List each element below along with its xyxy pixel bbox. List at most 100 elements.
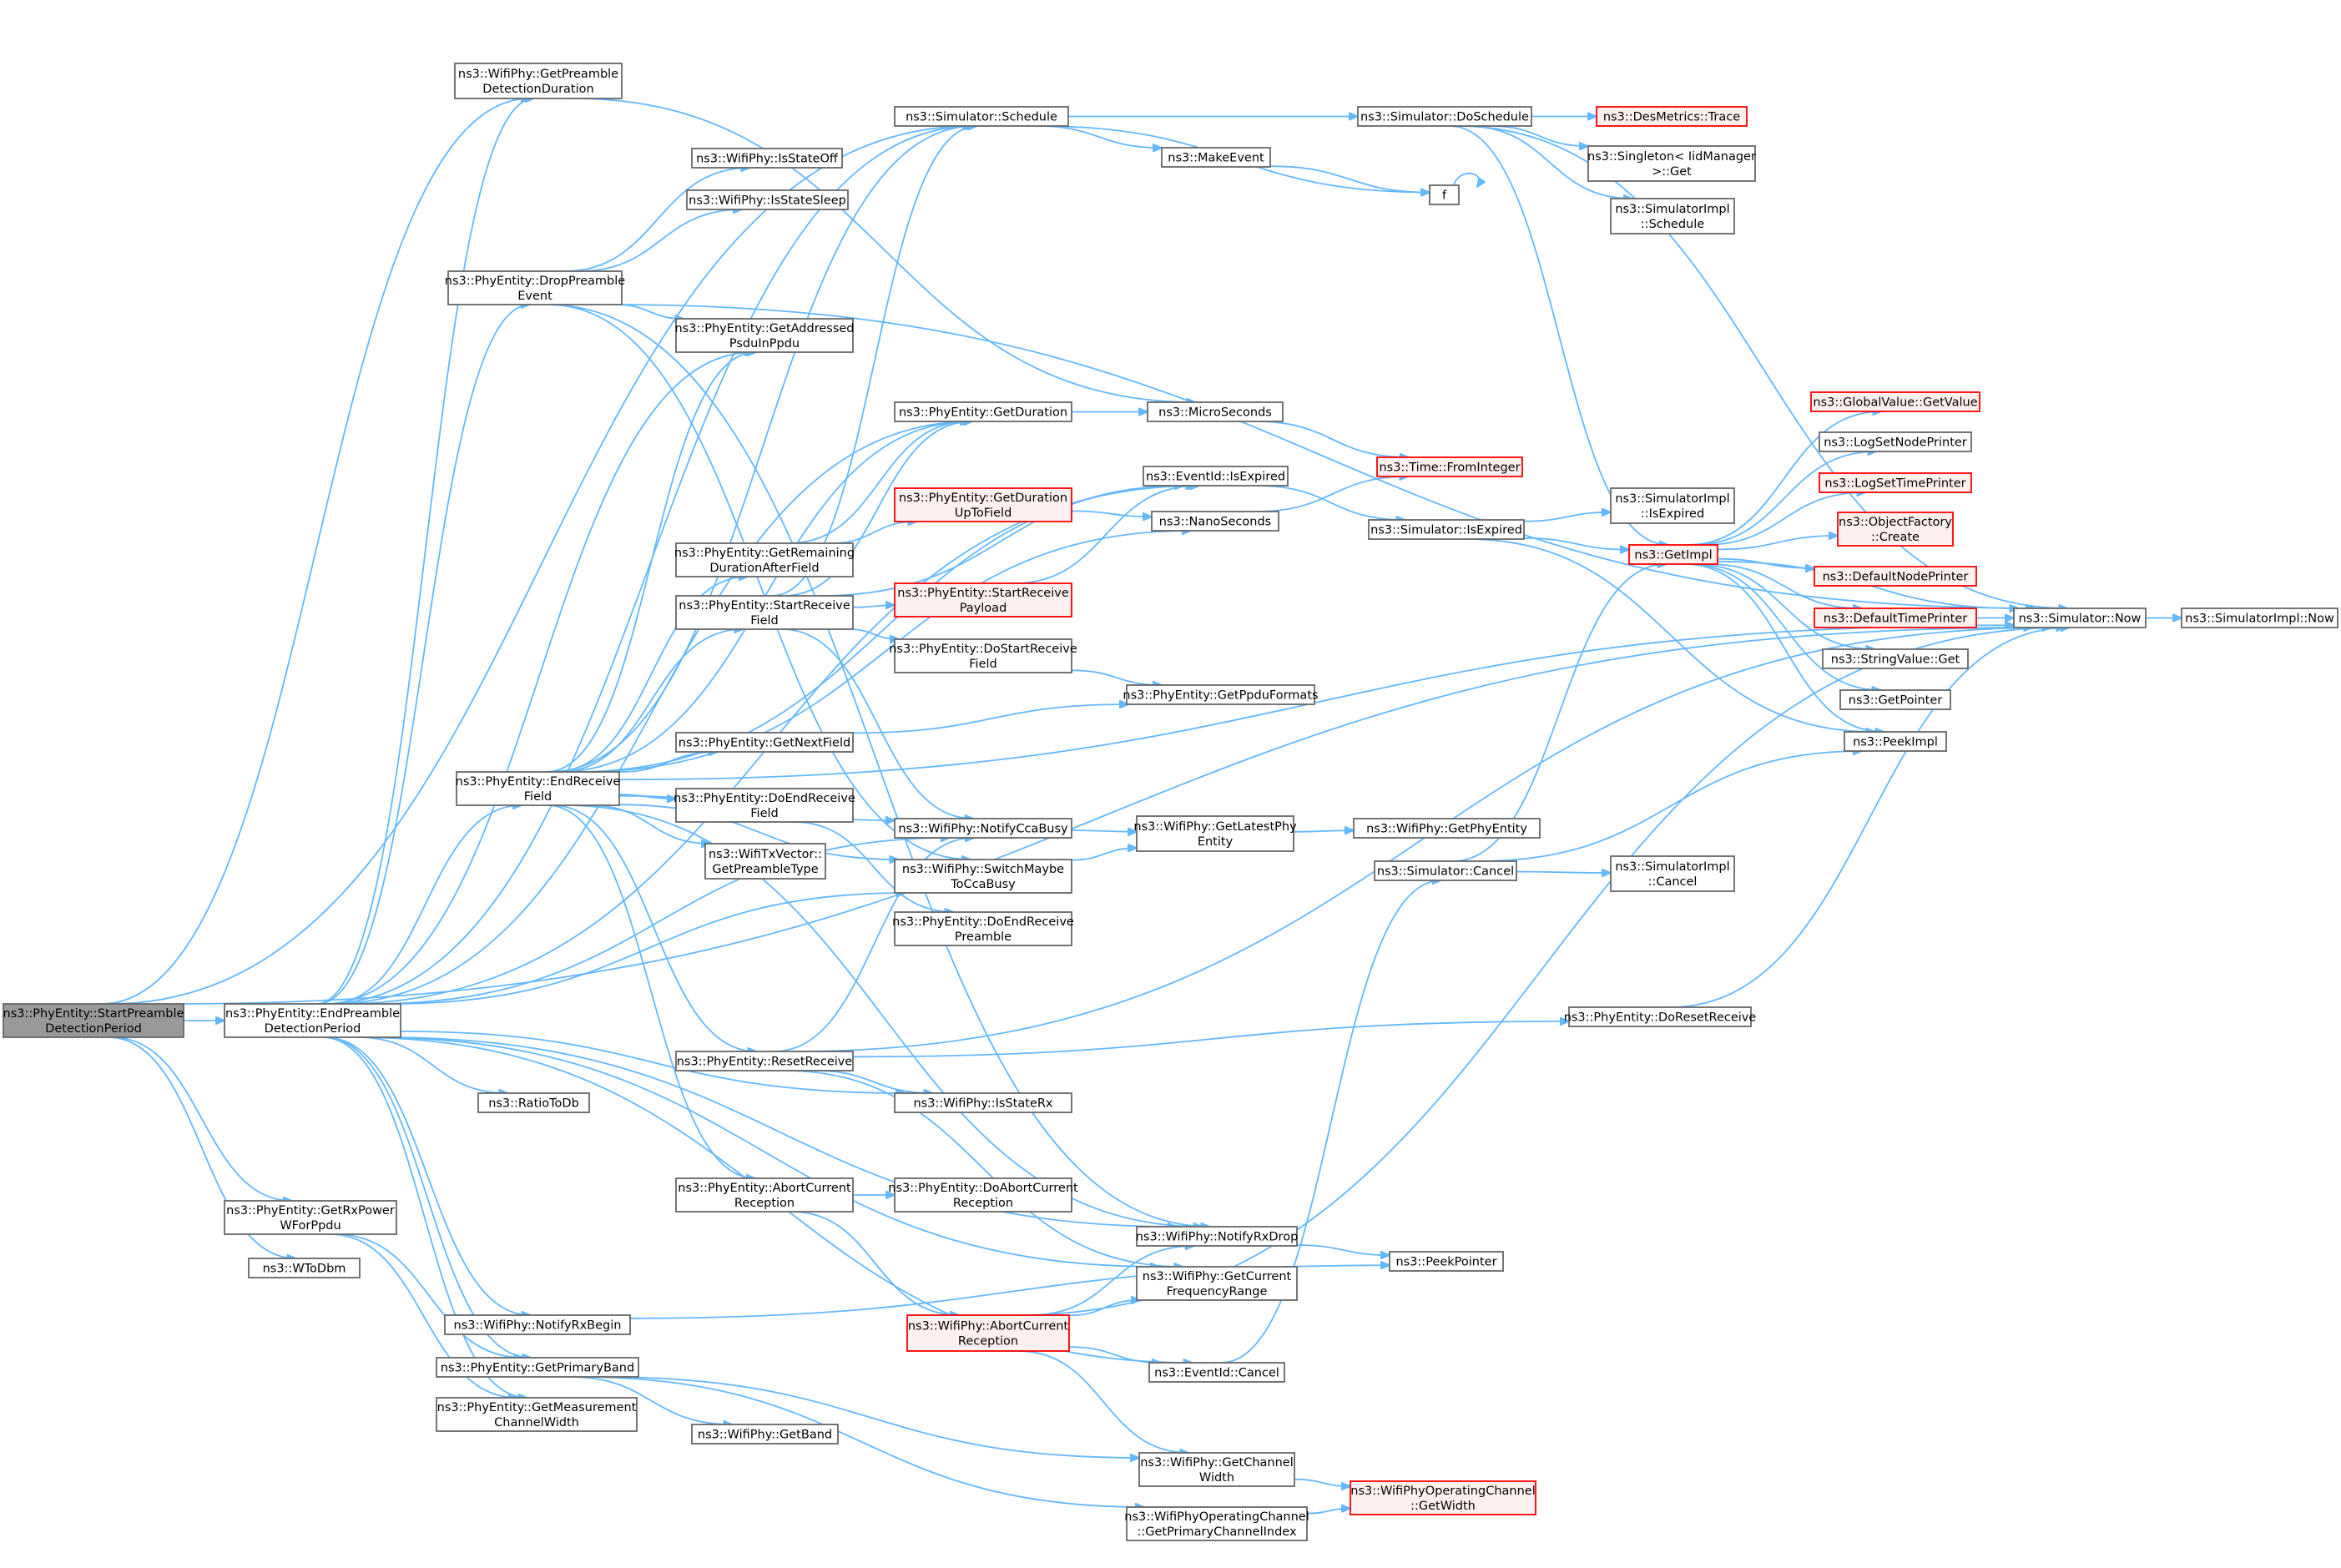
function-node-sim-isexpired[interactable]: ns3::Simulator::IsExpired <box>1368 519 1525 540</box>
function-node-get-phy-entity[interactable]: ns3::WifiPhy::GetPhyEntity <box>1353 818 1541 839</box>
node-box <box>444 1314 631 1335</box>
node-label-line: DetectionPeriod <box>45 1022 142 1036</box>
function-node-des-metrics[interactable]: ns3::DesMetrics::Trace <box>1596 106 1748 127</box>
function-node-f[interactable]: f <box>1429 184 1460 205</box>
function-node-is-state-off[interactable]: ns3::WifiPhy::IsStateOff <box>691 148 843 169</box>
node-box <box>1143 466 1289 487</box>
function-node-eventid-isexpired[interactable]: ns3::EventId::IsExpired <box>1143 466 1289 487</box>
node-box <box>1126 684 1315 705</box>
function-node-sim-cancel[interactable]: ns3::Simulator::Cancel <box>1374 860 1517 881</box>
function-node-wifiop-getwidth[interactable]: ns3::WifiPhyOperatingChannel::GetWidth <box>1350 1480 1536 1515</box>
node-label-line: Reception <box>958 1335 1018 1349</box>
function-node-log-node-printer[interactable]: ns3::LogSetNodePrinter <box>1819 431 1972 452</box>
function-node-get-meas-cw[interactable]: ns3::PhyEntity::GetMeasurementChannelWid… <box>436 1397 638 1432</box>
function-node-notify-rx-drop[interactable]: ns3::WifiPhy::NotifyRxDrop <box>1136 1226 1299 1247</box>
function-node-do-reset-receive[interactable]: ns3::PhyEntity::DoResetReceive <box>1564 1006 1757 1027</box>
node-label-line: ns3::WifiPhy::IsStateRx <box>913 1097 1052 1111</box>
function-node-simimpl-isexpired[interactable]: ns3::SimulatorImpl::IsExpired <box>1610 487 1735 524</box>
function-node-sim-schedule[interactable]: ns3::Simulator::Schedule <box>894 106 1069 127</box>
function-node-get-primary-band[interactable]: ns3::PhyEntity::GetPrimaryBand <box>436 1357 639 1378</box>
function-node-simimpl-now[interactable]: ns3::SimulatorImpl::Now <box>2181 608 2338 628</box>
function-node-time-frominteger[interactable]: ns3::Time::FromInteger <box>1376 456 1523 477</box>
function-node-get-preamble-type[interactable]: ns3::WifiTxVector::GetPreambleType <box>704 843 826 880</box>
function-node-wtodbm[interactable]: ns3::WToDbm <box>248 1258 361 1278</box>
function-node-make-event[interactable]: ns3::MakeEvent <box>1161 147 1271 168</box>
function-node-default-time-printer[interactable]: ns3::DefaultTimePrinter <box>1814 608 1977 628</box>
node-box <box>894 1177 1072 1213</box>
call-edge <box>1256 476 1409 512</box>
function-node-get-band[interactable]: ns3::WifiPhy::GetBand <box>691 1424 839 1444</box>
node-label-line: ns3::WifiPhy::GetLatestPhy <box>1133 820 1297 834</box>
function-node-notify-cca-busy[interactable]: ns3::WifiPhy::NotifyCcaBusy <box>894 818 1072 839</box>
function-node-is-state-rx[interactable]: ns3::WifiPhy::IsStateRx <box>894 1092 1072 1113</box>
function-node-nanoseconds[interactable]: ns3::NanoSeconds <box>1151 511 1279 532</box>
call-edge <box>1688 563 1881 690</box>
function-node-global-getvalue[interactable]: ns3::GlobalValue::GetValue <box>1810 391 1980 412</box>
function-node-reset-receive[interactable]: ns3::PhyEntity::ResetReceive <box>675 1051 854 1071</box>
node-label-line: ns3::PhyEntity::DoAbortCurrent <box>888 1182 1078 1195</box>
function-node-default-node-printer[interactable]: ns3::DefaultNodePrinter <box>1814 566 1977 587</box>
node-label-line: ns3::WifiPhy::IsStateOff <box>696 153 839 166</box>
function-node-get-duration[interactable]: ns3::PhyEntity::GetDuration <box>894 401 1072 422</box>
function-node-getpointer[interactable]: ns3::GetPointer <box>1839 689 1951 710</box>
function-node-get-primary-ch-idx[interactable]: ns3::WifiPhyOperatingChannel::GetPrimary… <box>1124 1506 1309 1541</box>
node-box <box>1161 147 1271 168</box>
node-label-line: ns3::WifiTxVector:: <box>709 848 822 861</box>
function-node-get-next-field[interactable]: ns3::PhyEntity::GetNextField <box>675 732 854 753</box>
function-node-simimpl-schedule[interactable]: ns3::SimulatorImpl::Schedule <box>1610 198 1735 234</box>
function-node-sim-doschedule[interactable]: ns3::Simulator::DoSchedule <box>1357 106 1532 127</box>
node-label-line: ns3::LogSetNodePrinter <box>1824 436 1967 450</box>
function-node-end-pre[interactable]: ns3::PhyEntity::EndPreambleDetectionPeri… <box>224 1003 401 1038</box>
call-edge <box>1478 751 1862 862</box>
function-node-get-ppdu-formats[interactable]: ns3::PhyEntity::GetPpduFormats <box>1123 684 1319 705</box>
function-node-eventid-cancel[interactable]: ns3::EventId::Cancel <box>1148 1362 1285 1383</box>
function-node-sim-now[interactable]: ns3::Simulator::Now <box>2013 608 2147 628</box>
function-node-get-remaining[interactable]: ns3::PhyEntity::GetRemainingDurationAfte… <box>674 542 855 577</box>
function-node-simimpl-cancel[interactable]: ns3::SimulatorImpl::Cancel <box>1610 855 1735 892</box>
function-node-getpre[interactable]: ns3::WifiPhy::GetPreambleDetectionDurati… <box>454 63 623 99</box>
node-label-line: ns3::Time::FromInteger <box>1379 461 1520 475</box>
call-edge <box>1296 1244 1390 1255</box>
function-node-microseconds[interactable]: ns3::MicroSeconds <box>1147 401 1284 422</box>
function-node-is-state-sleep[interactable]: ns3::WifiPhy::IsStateSleep <box>686 189 849 210</box>
function-node-peekimpl[interactable]: ns3::PeekImpl <box>1844 731 1947 752</box>
function-node-singleton-get[interactable]: ns3::Singleton< IidManager>::Get <box>1587 145 1756 182</box>
node-label-line: ns3::PhyEntity::AbortCurrent <box>678 1182 851 1195</box>
function-node-log-time-printer[interactable]: ns3::LogSetTimePrinter <box>1819 472 1972 493</box>
node-box <box>686 189 849 210</box>
node-box <box>1376 456 1523 477</box>
call-edge <box>325 1036 530 1315</box>
call-edge <box>370 1036 1159 1267</box>
node-label-line: ns3::PhyEntity::GetPpduFormats <box>1123 689 1318 703</box>
call-edge <box>781 628 973 819</box>
node-box <box>1357 106 1532 127</box>
function-node-peek-pointer[interactable]: ns3::PeekPointer <box>1389 1251 1504 1272</box>
node-label-line: ns3::PhyEntity::GetPrimaryBand <box>441 1362 634 1375</box>
function-node-getimpl[interactable]: ns3::GetImpl <box>1628 544 1718 565</box>
call-edge <box>1071 830 1137 832</box>
call-edge <box>111 1036 292 1201</box>
function-node-objfactory-create[interactable]: ns3::ObjectFactory::Create <box>1837 512 1954 547</box>
function-node-start[interactable]: ns3::PhyEntity::StartPreambleDetectionPe… <box>3 1003 184 1038</box>
function-node-stringvalue-get[interactable]: ns3::StringValue::Get <box>1822 648 1969 669</box>
call-edge <box>1491 125 1588 146</box>
function-node-ratiotodb[interactable]: ns3::RatioToDb <box>477 1092 590 1113</box>
function-node-notify-rx-begin[interactable]: ns3::WifiPhy::NotifyRxBegin <box>444 1314 631 1335</box>
